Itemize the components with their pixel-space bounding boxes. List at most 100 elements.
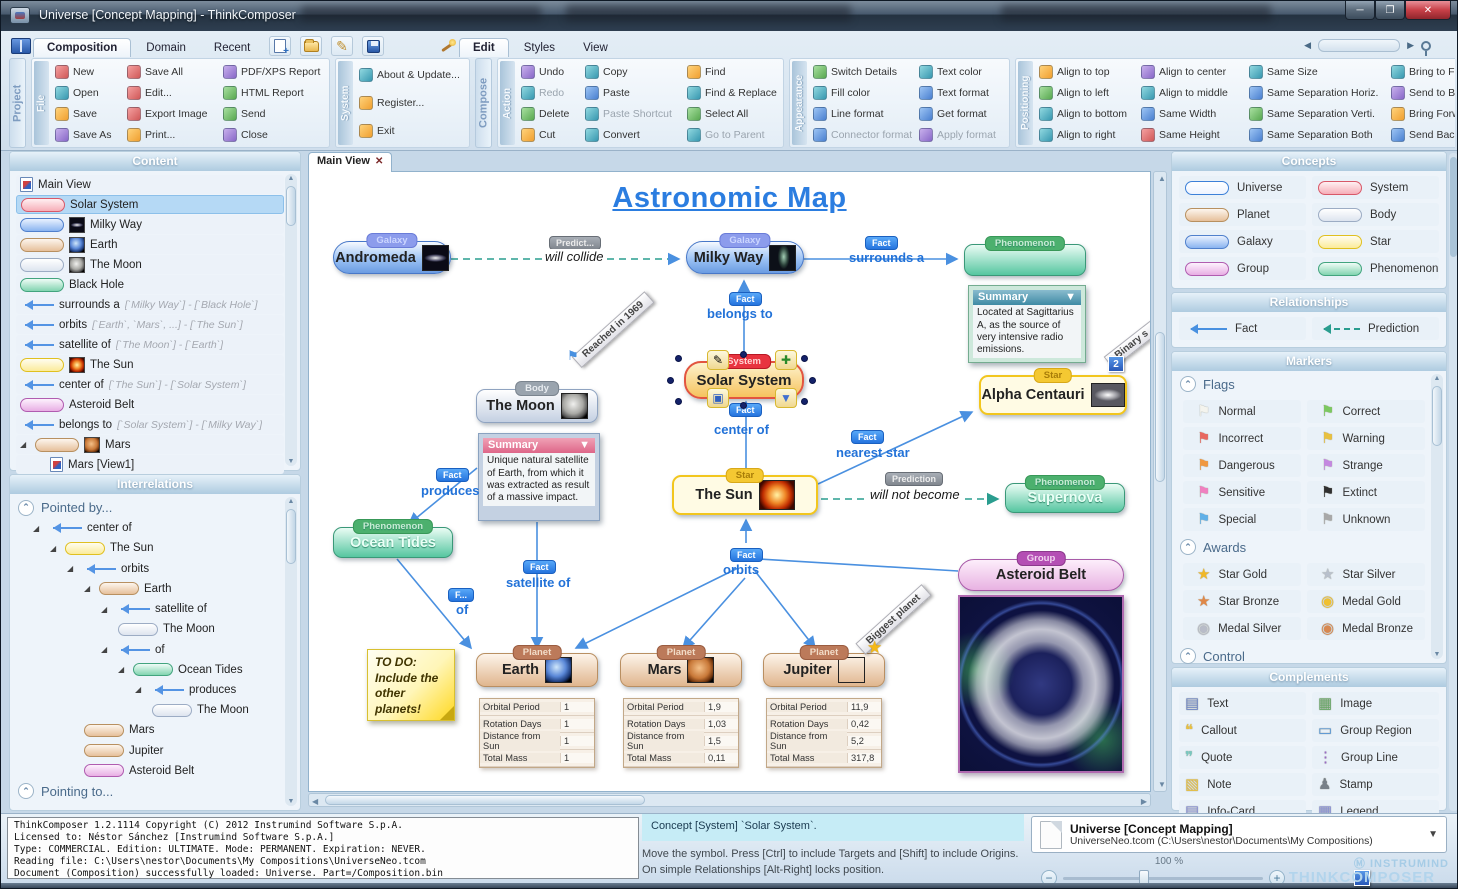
complement-callout[interactable]: ❝Callout: [1179, 719, 1306, 742]
ribbon-button-undo[interactable]: Undo: [518, 62, 578, 81]
content-item-belongs-to[interactable]: belongs to[`Solar System`] - [`Milky Way…: [16, 415, 284, 434]
ribbon-button-html-report[interactable]: HTML Report: [220, 83, 326, 102]
interrelation-item-the-moon[interactable]: The Moon: [14, 620, 284, 638]
view-tab-main-view[interactable]: Main View✕: [308, 152, 393, 172]
relationship-palette-prediction[interactable]: Prediction: [1312, 317, 1439, 340]
marker-star-silver[interactable]: ★Star Silver: [1307, 563, 1425, 586]
edit-node-icon[interactable]: ✎: [707, 350, 729, 370]
tab-domain[interactable]: Domain: [146, 42, 186, 54]
scroll-down-icon[interactable]: ▼: [287, 458, 295, 465]
link-label-produces[interactable]: produces: [421, 483, 480, 498]
ribbon-button-same-separation-verti[interactable]: Same Separation Verti.: [1246, 104, 1384, 123]
content-item-solar-system[interactable]: Solar System: [16, 195, 284, 214]
link-label-surrounds-a[interactable]: surrounds a: [849, 250, 925, 265]
interrelation-item-the-moon[interactable]: The Moon: [14, 701, 284, 719]
marker-normal[interactable]: ⚑Normal: [1183, 400, 1301, 423]
marker-star-bronze[interactable]: ★Star Bronze: [1183, 590, 1301, 613]
marker-unknown[interactable]: ⚑Unknown: [1307, 508, 1425, 531]
complement-text[interactable]: ▤Text: [1179, 692, 1306, 715]
selection-handle[interactable]: [675, 398, 682, 405]
content-item-black-hole[interactable]: Black Hole: [16, 275, 284, 294]
ribbon-button-new[interactable]: New: [52, 62, 120, 81]
selection-handle[interactable]: [809, 377, 816, 384]
scroll-up-icon[interactable]: ▲: [287, 498, 295, 505]
node-supernova[interactable]: Phenomenon Supernova: [1005, 475, 1125, 513]
concept-palette-phenomenon[interactable]: Phenomenon: [1312, 257, 1439, 280]
content-item-center-of[interactable]: center of[`The Sun`] - [`Solar System`]: [16, 375, 284, 394]
selection-handle[interactable]: [801, 355, 808, 362]
ribbon-button-select-all[interactable]: Select All: [684, 104, 780, 123]
complement-group-line[interactable]: ⋮Group Line: [1312, 746, 1439, 769]
tab-recent[interactable]: Recent: [213, 42, 251, 54]
content-item-satellite-of[interactable]: satellite of[`The Moon`] - [`Earth`]: [16, 335, 284, 354]
ribbon-button-exit[interactable]: Exit: [356, 122, 466, 141]
content-item-mars[interactable]: ◢Mars: [16, 435, 284, 454]
marker-warning[interactable]: ⚑Warning: [1307, 427, 1425, 450]
canvas-horizontal-scrollbar[interactable]: ◀▶: [308, 793, 1151, 807]
expander-icon[interactable]: ◢: [101, 645, 108, 655]
ribbon-button-convert[interactable]: Convert: [582, 125, 680, 144]
node-black-hole[interactable]: Phenomenon: [964, 236, 1086, 276]
link-tag[interactable]: Fact: [729, 292, 762, 306]
complement-note[interactable]: ▧Note: [1179, 773, 1306, 796]
ribbon-button-align-to-middle[interactable]: Align to middle: [1138, 83, 1242, 102]
ribbon-scroll-right[interactable]: ▶: [1407, 40, 1414, 50]
save-quick-button[interactable]: [362, 36, 384, 56]
marker-dangerous[interactable]: ⚑Dangerous: [1183, 454, 1301, 477]
scrollbar-thumb[interactable]: [325, 795, 645, 805]
close-view-icon[interactable]: ✕: [374, 156, 384, 167]
edit-quick-button[interactable]: ✎: [331, 36, 353, 56]
moon-summary[interactable]: Summary▼ Unique natural satellite of Ear…: [478, 433, 600, 521]
node-the-moon[interactable]: Body The Moon: [476, 381, 598, 423]
section-flags[interactable]: ⌃Flags: [1176, 373, 1432, 395]
scroll-up-icon[interactable]: ▲: [1158, 174, 1166, 183]
ribbon-pin-icon[interactable]: [1421, 40, 1431, 56]
expand-triangle-icon[interactable]: ▼: [775, 388, 797, 408]
ribbon-button-align-to-right[interactable]: Align to right: [1036, 125, 1134, 144]
new-quick-button[interactable]: [269, 36, 291, 57]
concept-palette-universe[interactable]: Universe: [1179, 176, 1306, 199]
ribbon-button-about-update[interactable]: About & Update...: [356, 66, 466, 85]
log-output[interactable]: ThinkComposer 1.2.1114 Copyright (C) 201…: [7, 817, 639, 879]
ribbon-button-paste[interactable]: Paste: [582, 83, 680, 102]
content-item-the-sun[interactable]: The Sun: [16, 355, 284, 374]
scroll-left-icon[interactable]: ◀: [312, 797, 319, 806]
zoom-slider-track[interactable]: [1063, 877, 1263, 880]
expander-icon[interactable]: ◢: [33, 523, 40, 533]
ribbon-button-print[interactable]: Print...: [124, 125, 216, 144]
section-pointed-by[interactable]: ⌃Pointed by...: [14, 497, 298, 518]
black-hole-summary[interactable]: Summary▼ Located at Sagittarius A, as th…: [968, 285, 1086, 364]
complement-quote[interactable]: ❞Quote: [1179, 746, 1306, 769]
selection-handle[interactable]: [801, 398, 808, 405]
marker-correct[interactable]: ⚑Correct: [1307, 400, 1425, 423]
relationship-palette-fact[interactable]: Fact: [1179, 317, 1306, 340]
selection-handle[interactable]: [667, 377, 674, 384]
ribbon-button-paste-shortcut[interactable]: Paste Shortcut: [582, 104, 680, 123]
node-milky-way[interactable]: Galaxy Milky Way: [686, 233, 804, 274]
open-quick-button[interactable]: [300, 36, 322, 56]
todo-note[interactable]: TO DO: Include the other planets!: [367, 649, 455, 721]
ribbon-scroll-left[interactable]: ◀: [1304, 40, 1312, 50]
expander-icon[interactable]: ◢: [118, 665, 125, 675]
collapse-chevron-icon[interactable]: ⌃: [1180, 648, 1196, 664]
link-tag[interactable]: Fact: [523, 560, 556, 574]
content-item-earth[interactable]: Earth: [16, 235, 284, 254]
link-label-will-not-become[interactable]: will not become: [867, 487, 963, 502]
marker-medal-bronze[interactable]: ◉Medal Bronze: [1307, 617, 1425, 640]
ribbon-button-same-width[interactable]: Same Width: [1138, 104, 1242, 123]
close-button[interactable]: ✕: [1405, 1, 1451, 20]
ribbon-button-send[interactable]: Send: [220, 104, 326, 123]
ribbon-button-align-to-left[interactable]: Align to left: [1036, 83, 1134, 102]
section-pointing-to[interactable]: ⌃Pointing to...: [14, 781, 298, 802]
ribbon-button-send-to-back[interactable]: Send to Back: [1388, 83, 1455, 102]
link-label-of[interactable]: of: [456, 602, 469, 617]
interrelation-item-the-sun[interactable]: ◢The Sun: [50, 541, 154, 555]
expander-icon[interactable]: ◢: [20, 440, 27, 449]
collapse-icon[interactable]: ▼: [579, 439, 590, 451]
ribbon-button-close[interactable]: Close: [220, 125, 326, 144]
scrollbar-thumb[interactable]: [1155, 332, 1165, 482]
ribbon-button-line-format[interactable]: Line format: [810, 104, 912, 123]
